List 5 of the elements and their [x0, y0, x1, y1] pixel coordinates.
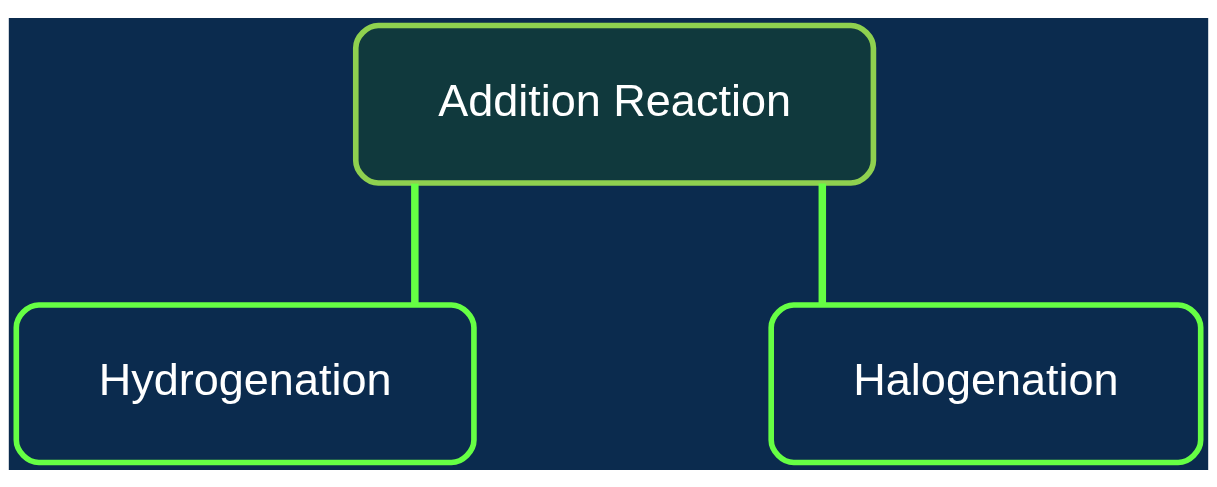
- node-box: Halogenation: [768, 301, 1204, 465]
- connector: [411, 183, 419, 305]
- node-box: Hydrogenation: [13, 301, 477, 465]
- node-box: Addition Reaction: [352, 22, 877, 186]
- connector: [818, 183, 827, 305]
